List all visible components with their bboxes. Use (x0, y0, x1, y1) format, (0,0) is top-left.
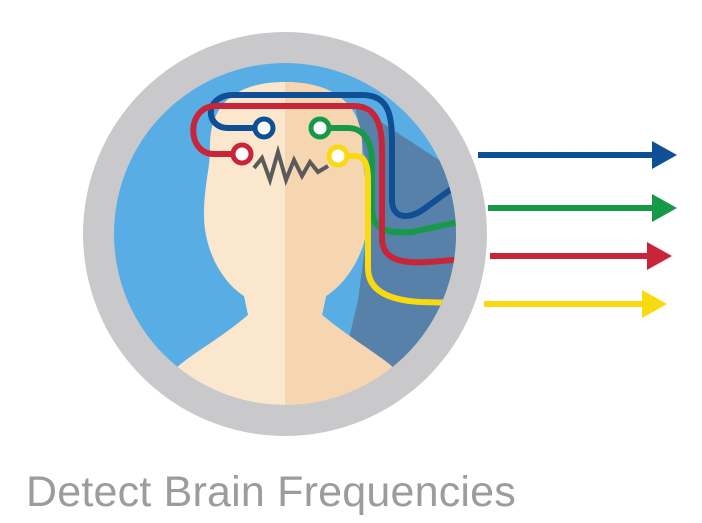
red-electrode (230, 142, 254, 166)
green-arrow-icon (488, 194, 677, 222)
blue-electrode (252, 116, 276, 140)
red-arrow-icon (490, 242, 672, 270)
blue-wire (207, 92, 456, 219)
head-right-half (285, 82, 420, 405)
yellow-electrode (326, 144, 350, 168)
green-wire (319, 125, 456, 236)
signal-arrows (478, 141, 677, 318)
green-electrode (308, 116, 332, 140)
yellow-wire (337, 153, 456, 307)
head-silhouette-icon (150, 82, 420, 405)
zigzag-wave-icon (252, 144, 330, 187)
yellow-arrow-icon (484, 290, 667, 318)
blue-arrow-icon (478, 141, 677, 169)
portal (114, 63, 456, 405)
eeg-illustration (83, 32, 677, 436)
red-wire (190, 103, 456, 266)
caption-title: Detect Brain Frequencies (26, 468, 516, 516)
